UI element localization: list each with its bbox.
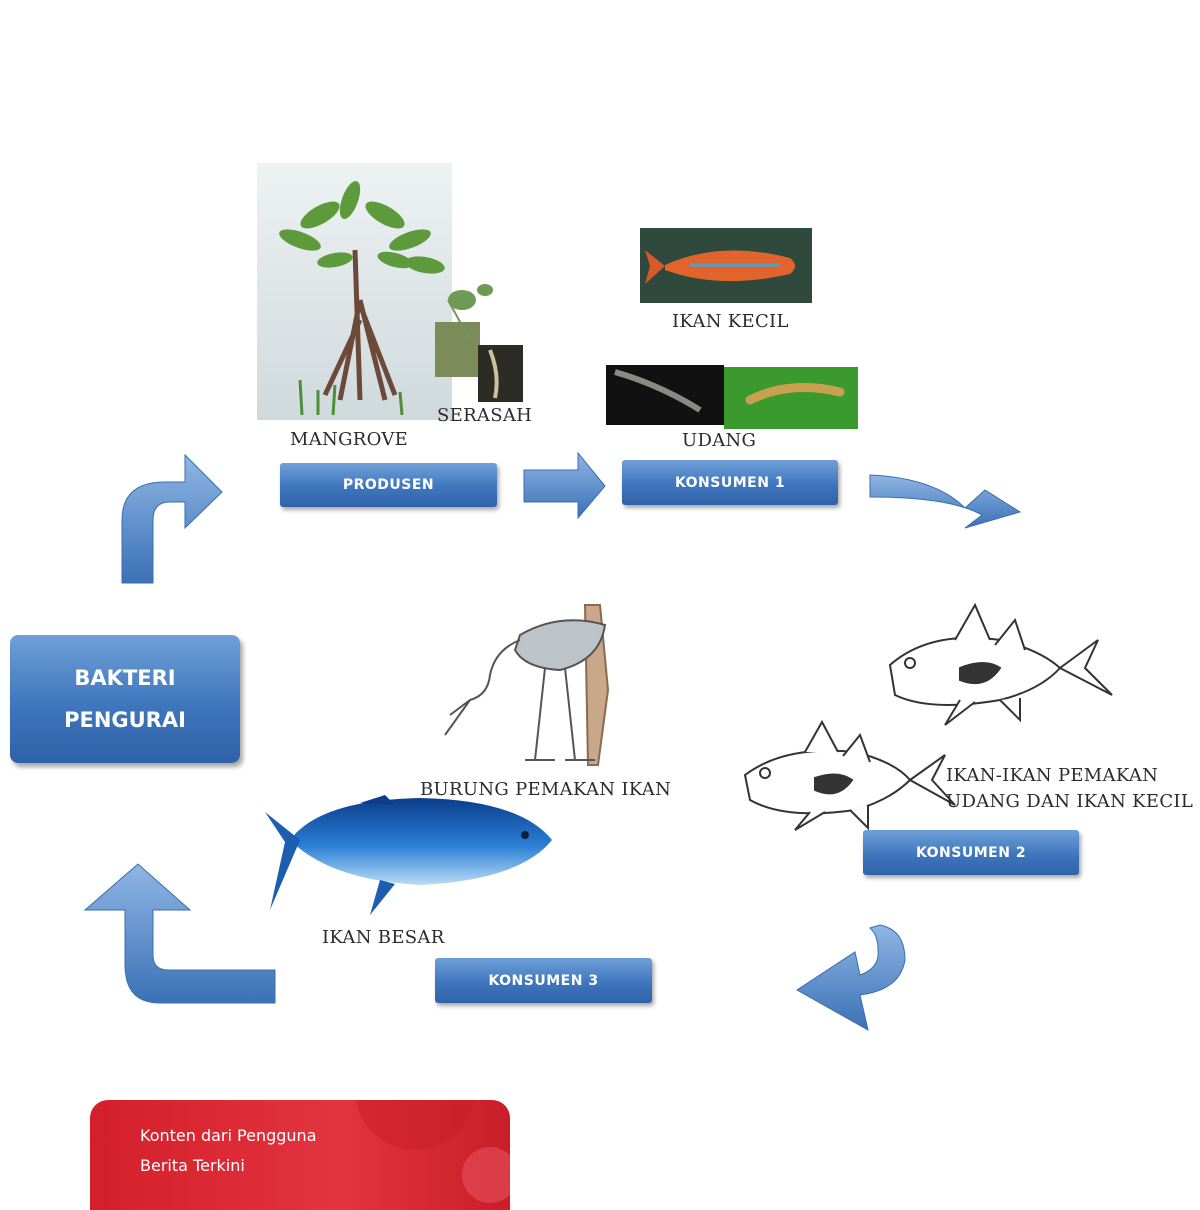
arrow-konsumen2-to-konsumen3 bbox=[796, 924, 906, 1031]
shrimp-image bbox=[606, 365, 858, 429]
label-ikan-pemakan-1: IKAN-IKAN PEMAKAN bbox=[946, 765, 1159, 786]
label-ikan-besar: IKAN BESAR bbox=[322, 927, 445, 948]
arrow-konsumen1-to-konsumen2 bbox=[869, 474, 1022, 529]
footer-line-2: Berita Terkini bbox=[140, 1156, 245, 1175]
mangrove-image bbox=[257, 163, 452, 420]
label-mangrove: MANGROVE bbox=[290, 429, 409, 450]
box-bakteri-pengurai: BAKTERI PENGURAI bbox=[10, 635, 240, 763]
label-burung: BURUNG PEMAKAN IKAN bbox=[420, 779, 672, 800]
label-udang: UDANG bbox=[682, 430, 757, 451]
big-fish-image bbox=[265, 795, 552, 915]
label-serasah: SERASAH bbox=[437, 405, 533, 426]
box-produsen: PRODUSEN bbox=[280, 463, 497, 507]
arrow-konsumen3-to-bakteri bbox=[83, 863, 276, 1004]
serasah-image bbox=[435, 284, 523, 402]
label-ikan-kecil: IKAN KECIL bbox=[672, 311, 789, 332]
box-konsumen-3: KONSUMEN 3 bbox=[435, 958, 652, 1003]
box-konsumen-2: KONSUMEN 2 bbox=[863, 830, 1079, 875]
predatory-fish-sketch-2 bbox=[743, 719, 956, 831]
predatory-fish-sketch-1 bbox=[888, 602, 1113, 726]
arrow-bakteri-to-produsen bbox=[121, 453, 223, 584]
small-fish-image bbox=[640, 228, 812, 303]
bakteri-line-1: BAKTERI bbox=[74, 666, 176, 690]
box-konsumen-1: KONSUMEN 1 bbox=[622, 460, 838, 505]
arrow-produsen-to-konsumen1 bbox=[523, 451, 606, 520]
label-ikan-pemakan-2: UDANG DAN IKAN KECIL bbox=[946, 791, 1194, 812]
footer-line-1: Konten dari Pengguna bbox=[140, 1126, 317, 1145]
footer-banner: Konten dari Pengguna Berita Terkini bbox=[90, 1100, 510, 1210]
heron-illustration bbox=[444, 604, 610, 766]
bakteri-line-2: PENGURAI bbox=[64, 708, 186, 732]
footer-decoration bbox=[355, 1100, 510, 1203]
